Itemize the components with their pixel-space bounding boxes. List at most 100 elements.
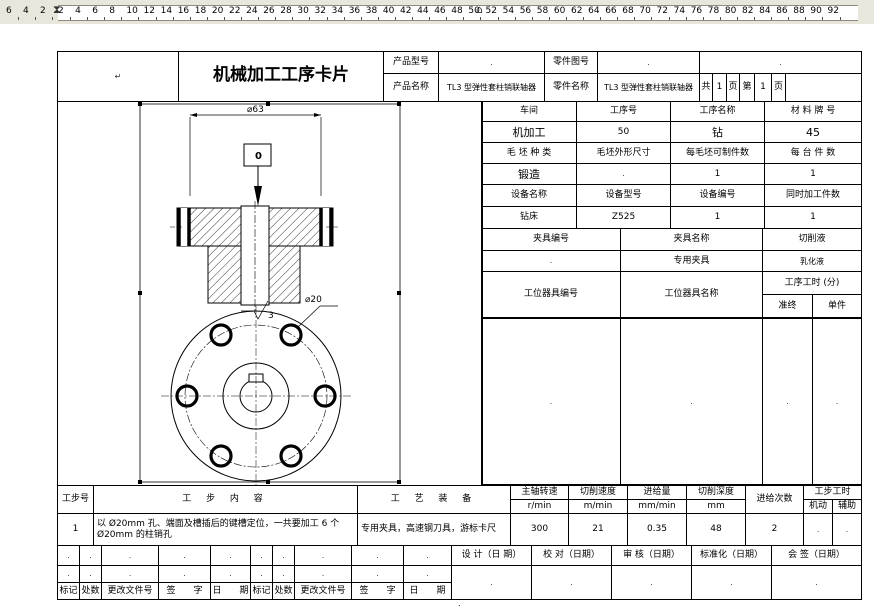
total-value[interactable]: 1 bbox=[712, 73, 727, 102]
standard-label: 标准化（日期） bbox=[691, 545, 772, 566]
ruler-label: 82 bbox=[742, 6, 754, 16]
pin-hole bbox=[209, 444, 233, 468]
step-speed[interactable]: 300 bbox=[510, 513, 569, 546]
ruler-label: 24 bbox=[246, 6, 258, 16]
datum-label: 0 bbox=[255, 151, 262, 162]
steps-table: 工步号 工 步 内 容 工 艺 装 备 主轴转速 切削速度 进给量 切削深度 进… bbox=[57, 485, 863, 546]
material-value[interactable]: 45 bbox=[764, 121, 862, 143]
ruler-tick bbox=[702, 17, 704, 20]
fixture-no-value[interactable]: . bbox=[481, 249, 621, 273]
workshop-value[interactable]: 机加工 bbox=[481, 121, 577, 143]
simul-value[interactable]: 1 bbox=[764, 206, 862, 229]
product-model-value[interactable]: . bbox=[438, 51, 545, 74]
ruler-label: 38 bbox=[365, 6, 378, 16]
part-no-value[interactable]: . bbox=[597, 51, 700, 74]
pin-hole bbox=[175, 384, 199, 408]
station-no-value[interactable]: . bbox=[481, 318, 621, 485]
step-content[interactable]: 以 Ø20mm 孔、端面及槽插后的键槽定位，一共要加工 6 个 Ø20mm 的柱… bbox=[93, 513, 358, 546]
speed-label: 主轴转速 bbox=[510, 485, 569, 500]
process-no-value[interactable]: 50 bbox=[576, 121, 671, 143]
ruler-tick bbox=[771, 17, 773, 20]
station-values-table: . . . . bbox=[481, 318, 862, 485]
per-unit-label: 每 台 件 数 bbox=[764, 142, 862, 164]
step-aux-time[interactable]: . bbox=[831, 513, 863, 546]
ruler-tick bbox=[446, 17, 448, 20]
ruler-tick bbox=[223, 17, 225, 20]
ruler-label: 74 bbox=[673, 6, 686, 16]
document-page[interactable]: ↵ 机械加工工序卡片 产品型号 . 零件图号 . . 产品名称 TL3 型弹性套… bbox=[0, 24, 874, 614]
ruler-tick bbox=[360, 17, 362, 20]
mark-label: 标记 bbox=[57, 582, 80, 600]
step-no[interactable]: 1 bbox=[57, 513, 94, 546]
ruler-label: 70 bbox=[639, 6, 651, 16]
coolant-value[interactable]: 乳化液 bbox=[761, 249, 863, 273]
product-name-value[interactable]: TL3 型弹性套柱销联轴器 bbox=[438, 73, 545, 102]
check-value[interactable]: . bbox=[531, 565, 612, 600]
machine-time-label: 机动 bbox=[803, 499, 833, 514]
passes-label: 进给次数 bbox=[745, 485, 804, 514]
ruler-label: 10 bbox=[126, 6, 138, 16]
dim-hole-label: ⌀20 bbox=[305, 295, 322, 305]
ruler-label: 20 bbox=[211, 6, 224, 16]
step-depth[interactable]: 48 bbox=[686, 513, 746, 546]
ruler-tick bbox=[463, 17, 465, 20]
ruler-tick bbox=[155, 17, 157, 20]
count-label: 处数 bbox=[79, 582, 102, 600]
fixture-name-value[interactable]: 专用夹具 bbox=[620, 249, 763, 273]
step-passes[interactable]: 2 bbox=[745, 513, 804, 546]
simul-label: 同时加工件数 bbox=[764, 184, 862, 207]
indent-marker-icon[interactable]: ⧗ bbox=[53, 3, 61, 16]
tab-stop-icon[interactable]: ⌂ bbox=[476, 3, 483, 16]
unit-time-value[interactable]: . bbox=[812, 318, 862, 485]
per-blank-label: 每毛坯可制件数 bbox=[670, 142, 765, 164]
dim-diameter-label: ⌀63 bbox=[247, 105, 264, 115]
ruler-label: 58 bbox=[536, 6, 549, 16]
ruler-label: 50 bbox=[468, 6, 480, 16]
time-label: 工序工时 (分) bbox=[761, 271, 863, 296]
ruler-label: 4 bbox=[23, 6, 29, 16]
equip-no-value[interactable]: 1 bbox=[670, 206, 765, 229]
signature-label-2: 签 字 bbox=[351, 582, 404, 600]
ruler-tick bbox=[138, 17, 140, 20]
header-right-blank[interactable]: . bbox=[698, 51, 863, 74]
part-name-value[interactable]: TL3 型弹性套柱销联轴器 bbox=[597, 73, 700, 102]
design-value[interactable]: . bbox=[451, 565, 532, 600]
ruler-tick bbox=[241, 17, 242, 20]
process-info-table: 车间 工序号 工序名称 材 料 牌 号 机加工 50 钻 45 毛 坯 种 类 … bbox=[481, 101, 862, 229]
ruler-tick bbox=[634, 17, 636, 20]
ruler-tick bbox=[600, 17, 602, 20]
ruler-tick bbox=[52, 17, 53, 20]
ruler-tick bbox=[822, 17, 824, 20]
table-row[interactable]: 1 以 Ø20mm 孔、端面及槽插后的键槽定位，一共要加工 6 个 Ø20mm … bbox=[57, 513, 863, 546]
step-cut-speed[interactable]: 21 bbox=[568, 513, 628, 546]
ruler-tick bbox=[754, 17, 755, 20]
standard-value[interactable]: . bbox=[691, 565, 772, 600]
blank-type-value[interactable]: 锻造 bbox=[481, 163, 577, 185]
ruler-label: 84 bbox=[759, 6, 771, 16]
equip-name-value[interactable]: 钻床 bbox=[481, 206, 577, 229]
ruler-label: 72 bbox=[656, 6, 668, 16]
blank-size-value[interactable]: . bbox=[576, 163, 671, 185]
blank-size-label: 毛坯外形尺寸 bbox=[576, 142, 671, 164]
sign-value[interactable]: . bbox=[771, 565, 862, 600]
ruler-page-area bbox=[58, 5, 858, 21]
ruler-tick bbox=[292, 17, 294, 20]
prep-value[interactable]: . bbox=[762, 318, 813, 485]
aux-time-label: 辅助 bbox=[831, 499, 863, 514]
per-unit-value[interactable]: 1 bbox=[764, 163, 862, 185]
nth-value[interactable]: 1 bbox=[754, 73, 772, 102]
process-name-value[interactable]: 钻 bbox=[670, 121, 765, 143]
station-name-value[interactable]: . bbox=[620, 318, 763, 485]
review-value[interactable]: . bbox=[611, 565, 692, 600]
ruler-tick bbox=[565, 17, 567, 20]
equip-no-label: 设备编号 bbox=[670, 184, 765, 207]
step-equip[interactable]: 专用夹具，高速钢刀具，游标卡尺 bbox=[357, 513, 511, 546]
equip-model-value[interactable]: Z525 bbox=[576, 206, 671, 229]
sign-label: 会 签（日期） bbox=[771, 545, 862, 566]
per-blank-value[interactable]: 1 bbox=[670, 163, 765, 185]
mark-label-2: 标记 bbox=[250, 582, 273, 600]
ruler-label: 64 bbox=[588, 6, 600, 16]
step-machine-time[interactable]: . bbox=[803, 513, 833, 546]
step-feed[interactable]: 0.35 bbox=[627, 513, 687, 546]
